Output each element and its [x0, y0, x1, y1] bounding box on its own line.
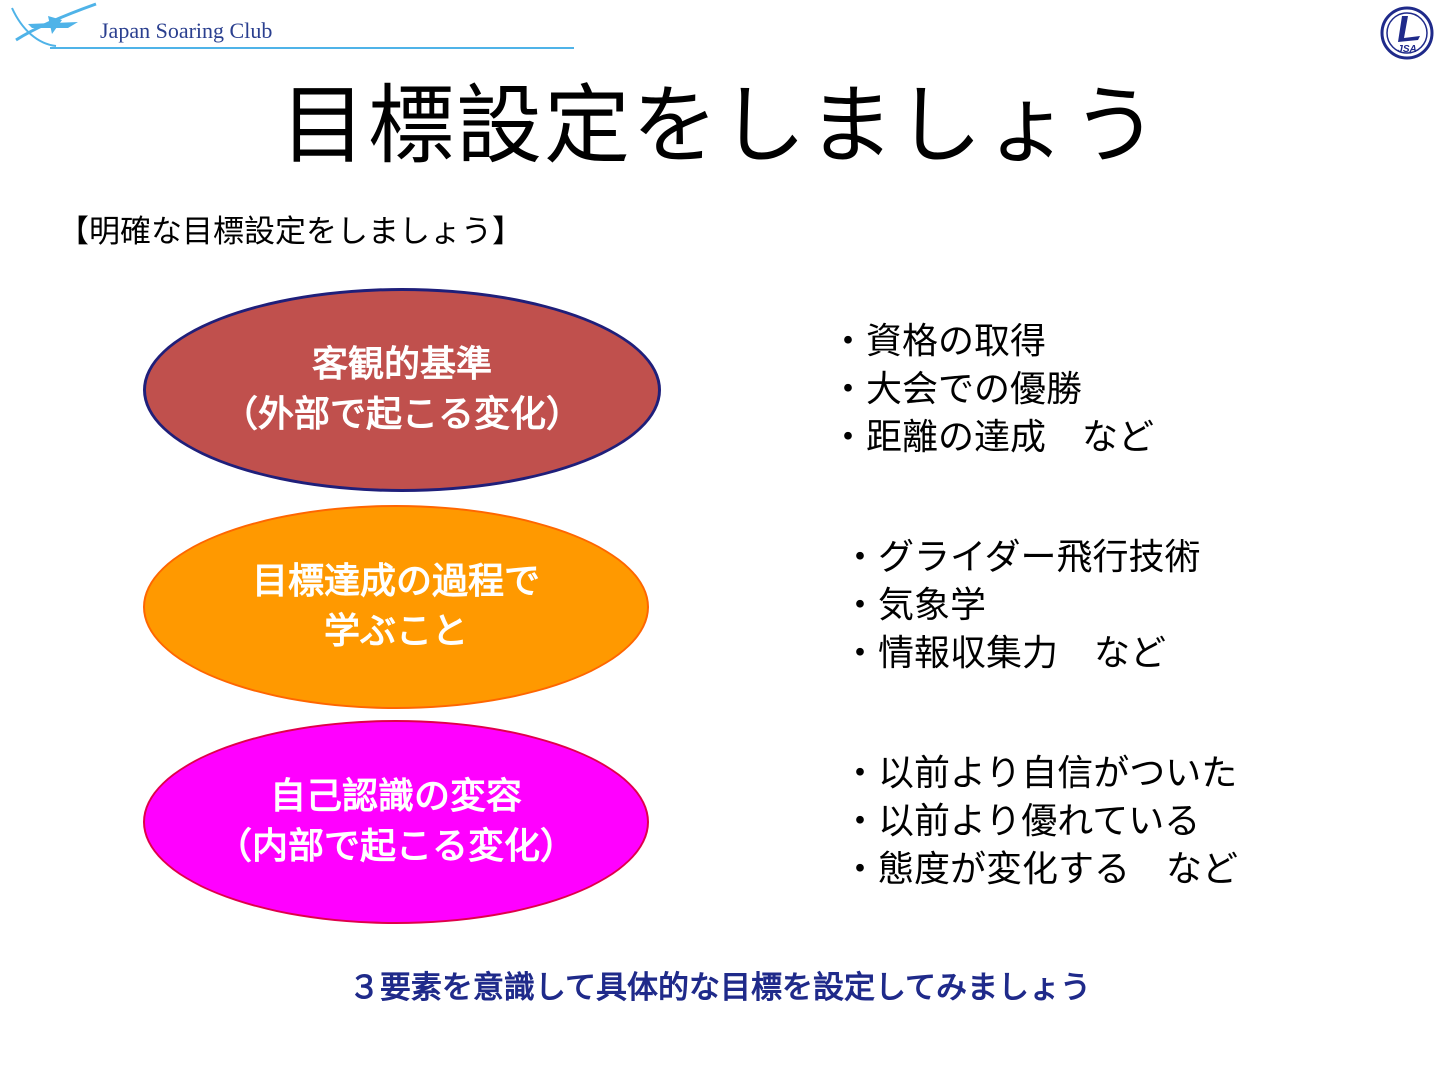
footer-note: ３要素を意識して具体的な目標を設定してみましょう [348, 970, 1092, 1006]
self-awareness-examples: ・以前より自信がついた ・以前より優れている ・態度が変化する など [842, 750, 1238, 894]
ellipse-label-line: （内部で起こる変化） [215, 826, 576, 867]
japan-soaring-club-logo: Japan Soaring Club [8, 0, 588, 56]
bullet-item: ・態度が変化する など [842, 849, 1239, 890]
bullet-item: ・グライダー飛行技術 [842, 537, 1201, 578]
ellipse-label-line: 客観的基準 [311, 344, 492, 385]
jsa-emblem-icon: JSA [1380, 6, 1434, 60]
bullet-item: ・大会での優勝 [830, 369, 1083, 410]
page-title: 目標設定をしましょう [280, 76, 1160, 176]
bullet-item: ・以前より自信がついた [842, 753, 1238, 794]
ellipse-label-line: 自己認識の変容 [269, 776, 522, 817]
bullet-item: ・情報収集力 など [842, 633, 1167, 674]
ellipse-label-line: 学ぶこと [323, 611, 468, 652]
self-awareness-ellipse: 自己認識の変容 （内部で起こる変化） [143, 720, 649, 924]
learning-process-examples: ・グライダー飛行技術 ・気象学 ・情報収集力 など [842, 534, 1201, 678]
section-heading: 【明確な目標設定をしましょう】 [58, 214, 523, 250]
ellipse-label-line: 目標達成の過程で [251, 561, 540, 602]
emblem-text: JSA [1397, 44, 1416, 55]
learning-process-ellipse: 目標達成の過程で 学ぶこと [143, 505, 649, 709]
bullet-item: ・気象学 [842, 585, 987, 626]
glider-icon [11, 2, 97, 47]
bullet-item: ・以前より優れている [842, 801, 1201, 842]
bullet-item: ・資格の取得 [830, 321, 1047, 362]
ellipse-label-line: （外部で起こる変化） [221, 394, 582, 435]
bullet-item: ・距離の達成 など [830, 417, 1155, 458]
header-divider [50, 47, 574, 49]
brand-name: Japan Soaring Club [100, 18, 273, 43]
objective-criteria-examples: ・資格の取得 ・大会での優勝 ・距離の達成 など [830, 318, 1154, 462]
objective-criteria-ellipse: 客観的基準 （外部で起こる変化） [143, 288, 661, 492]
